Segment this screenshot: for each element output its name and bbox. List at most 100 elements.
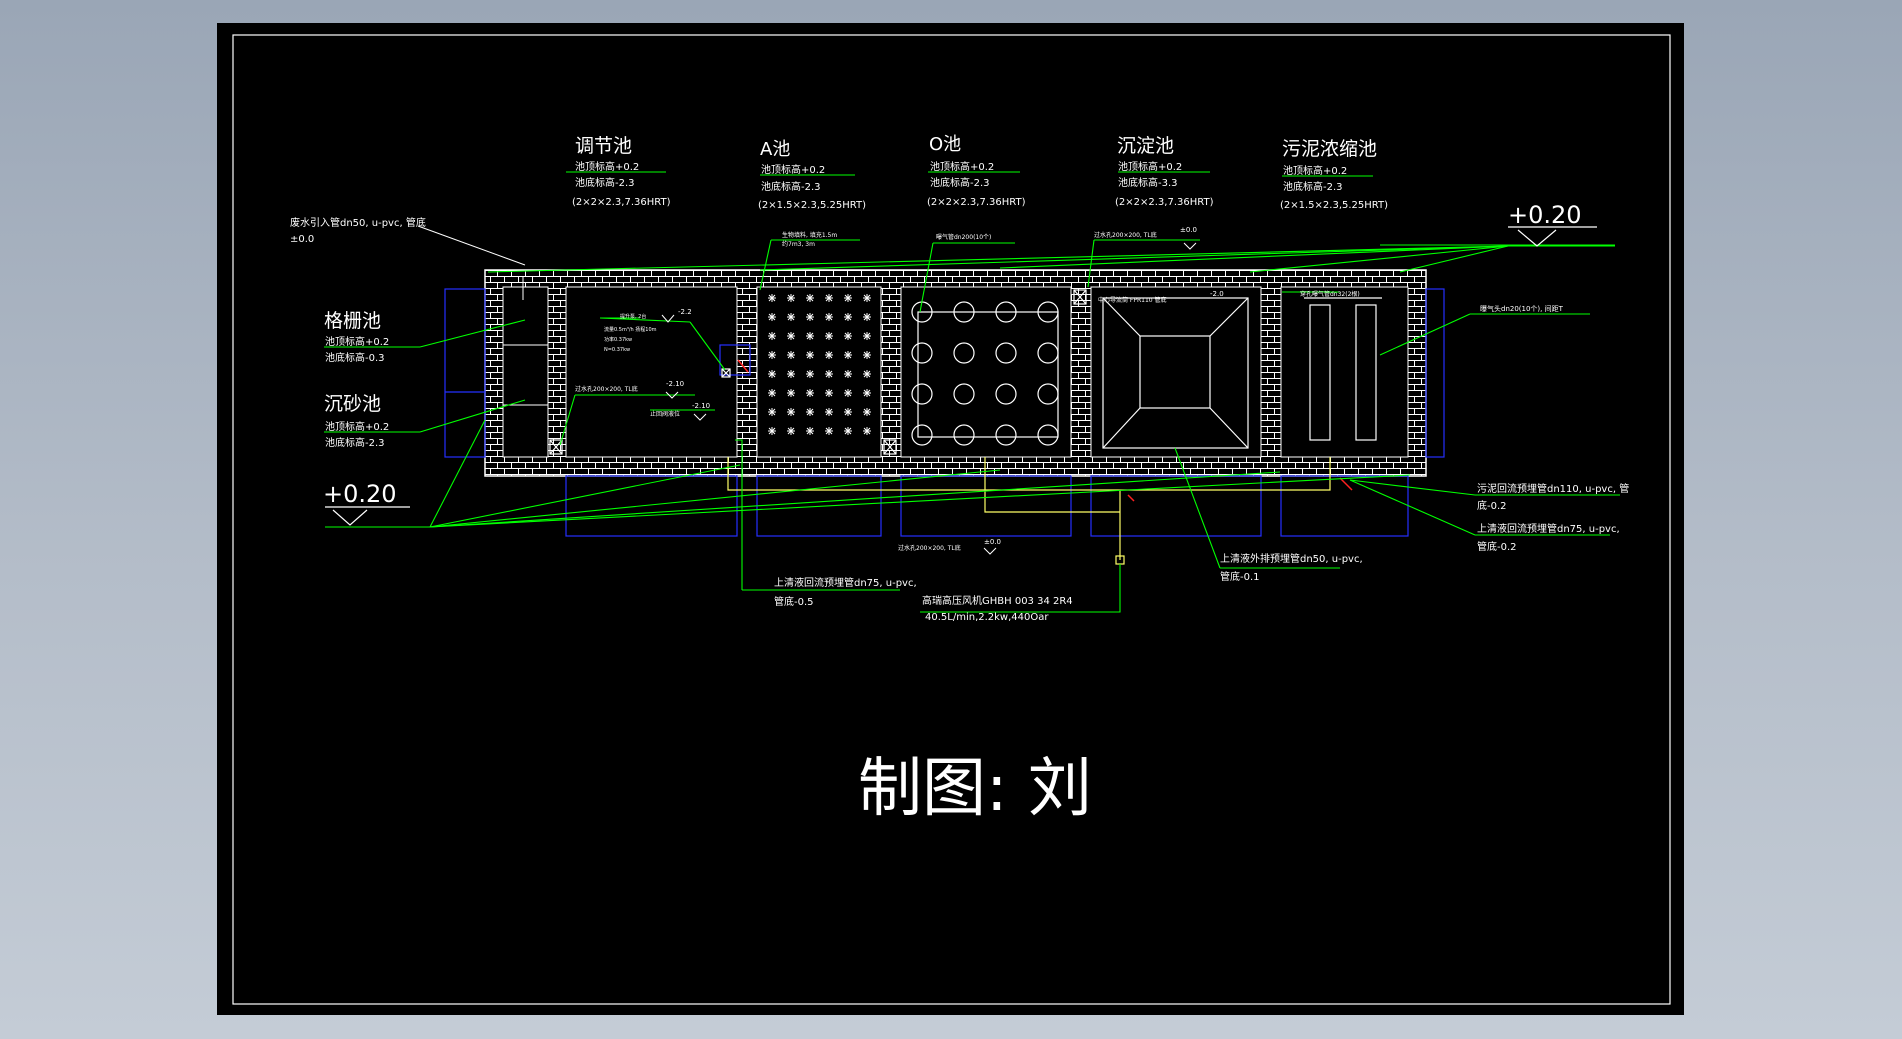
anoxic-bottom: 池底标高-2.3 [761, 180, 821, 193]
note-settle-pipe-level: ±0.0 [1180, 226, 1197, 234]
filler-mark [825, 351, 833, 359]
screen-bottom: 池底标高-0.3 [325, 351, 385, 364]
sludge-top: 池顶标高+0.2 [1283, 164, 1347, 177]
note-reg-pump-3: 功率0.37kw [604, 336, 632, 343]
regulating-top: 池顶标高+0.2 [575, 160, 639, 173]
aerator-disc [995, 424, 1017, 446]
filler-mark [863, 389, 871, 397]
note-reg-valve: 止回阀液位 [650, 410, 680, 418]
sludge-return-2: 底-0.2 [1477, 499, 1507, 512]
valve-marks [549, 289, 1087, 455]
grit-title: 沉砂池 [324, 393, 381, 415]
filler-mark [787, 332, 795, 340]
filler-mark [787, 313, 795, 321]
aerator-disc [1037, 383, 1059, 405]
filler-mark [768, 294, 776, 302]
anoxic-top: 池顶标高+0.2 [761, 163, 825, 176]
recycle-75-right-1: 上清液回流预埋管dn75, u-pvc, [1477, 522, 1620, 535]
settling-title: 沉淀池 [1117, 135, 1174, 157]
note-o-hole: 过水孔200×200, TL底 [898, 544, 961, 552]
sludge-size: (2×1.5×2.3,5.25HRT) [1280, 200, 1388, 211]
filler-mark [863, 332, 871, 340]
inlet-note-1: 废水引入管dn50, u-pvc, 管底 [290, 216, 426, 229]
filler-mark [787, 370, 795, 378]
chamber-screen [502, 286, 549, 458]
filler-mark [825, 370, 833, 378]
filler-mark [863, 427, 871, 435]
filler-mark [825, 294, 833, 302]
filler-mark [825, 389, 833, 397]
filler-mark [844, 332, 852, 340]
note-sludge-inner: 穿孔曝气管dn32(2根) [1300, 290, 1360, 298]
biofilm-filler-marks [768, 294, 871, 435]
filler-mark [806, 370, 814, 378]
settling-top: 池顶标高+0.2 [1118, 160, 1182, 173]
filler-mark [768, 389, 776, 397]
elevation-right-label: +0.20 [1508, 201, 1582, 229]
elevation-left-label: +0.20 [323, 480, 397, 508]
screen-title: 格栅池 [324, 310, 381, 332]
grit-top: 池顶标高+0.2 [325, 420, 389, 433]
filler-mark [806, 427, 814, 435]
filler-mark [768, 370, 776, 378]
filler-mark [768, 351, 776, 359]
recycle-75-low-2: 管底-0.5 [774, 595, 814, 608]
note-reg-pump-1: 提升泵, 2台 [620, 313, 646, 320]
aerator-disc [911, 383, 933, 405]
filler-mark [863, 294, 871, 302]
anoxic-title: A池 [760, 139, 790, 160]
oxic-bottom: 池底标高-2.3 [930, 176, 990, 189]
filler-mark [768, 427, 776, 435]
settling-bottom: 池底标高-3.3 [1118, 176, 1178, 189]
note-reg-level-1: -2.2 [678, 308, 692, 316]
aerator-disc [1037, 342, 1059, 364]
aerator-disc [953, 424, 975, 446]
filler-mark [863, 408, 871, 416]
filler-mark [806, 294, 814, 302]
filler-mark [844, 351, 852, 359]
aerator-disc [995, 383, 1017, 405]
filler-mark [806, 351, 814, 359]
filler-mark [844, 427, 852, 435]
chamber-regulating [565, 286, 738, 458]
filler-mark [806, 313, 814, 321]
regulating-title: 调节池 [575, 135, 632, 157]
note-a-fill-2: 约7m3, 3m [782, 240, 815, 248]
chamber-sludge [1280, 286, 1409, 458]
note-o-aerator: 曝气管dn200(10个) [936, 233, 991, 241]
aerator-disc [953, 342, 975, 364]
aerator-disc [995, 342, 1017, 364]
sludge-bottom: 池底标高-2.3 [1283, 180, 1343, 193]
filler-mark [863, 370, 871, 378]
recycle-75-low-1: 上清液回流预埋管dn75, u-pvc, [774, 576, 917, 589]
filler-mark [825, 408, 833, 416]
inlet-leader [417, 225, 526, 266]
note-settle-level: -2.0 [1210, 290, 1224, 298]
note-o-level: ±0.0 [984, 538, 1001, 546]
aerator-disc [953, 383, 975, 405]
filler-mark [844, 389, 852, 397]
note-reg-level-2: -2.10 [666, 380, 684, 388]
aerator-disc [911, 342, 933, 364]
filler-mark [844, 313, 852, 321]
recycle-75-right-2: 管底-0.2 [1477, 540, 1517, 553]
plant-plan [444, 269, 1445, 565]
blower-1: 高瑞高压风机GHBH 003 34 2R4 [922, 594, 1073, 607]
filler-mark [787, 294, 795, 302]
settling-size: (2×2×2.3,7.36HRT) [1115, 197, 1214, 208]
discharge-2: 管底-0.1 [1220, 570, 1260, 583]
filler-mark [825, 332, 833, 340]
note-reg-hole: 过水孔200×200, TL底 [575, 385, 638, 393]
filler-mark [806, 408, 814, 416]
aerator-right-note: 曝气头dn20(10个), 间距T [1480, 304, 1564, 313]
anoxic-size: (2×1.5×2.3,5.25HRT) [758, 200, 866, 211]
elevation-marker-left [325, 506, 410, 526]
filler-mark [787, 389, 795, 397]
filler-mark [863, 313, 871, 321]
filler-mark [844, 408, 852, 416]
filler-mark [768, 408, 776, 416]
oxic-title: O池 [929, 134, 961, 155]
note-settle-inner: 中心导流筒 FPR110 管底 [1098, 296, 1167, 304]
filler-mark [787, 408, 795, 416]
inlet-note-2: ±0.0 [290, 234, 314, 245]
